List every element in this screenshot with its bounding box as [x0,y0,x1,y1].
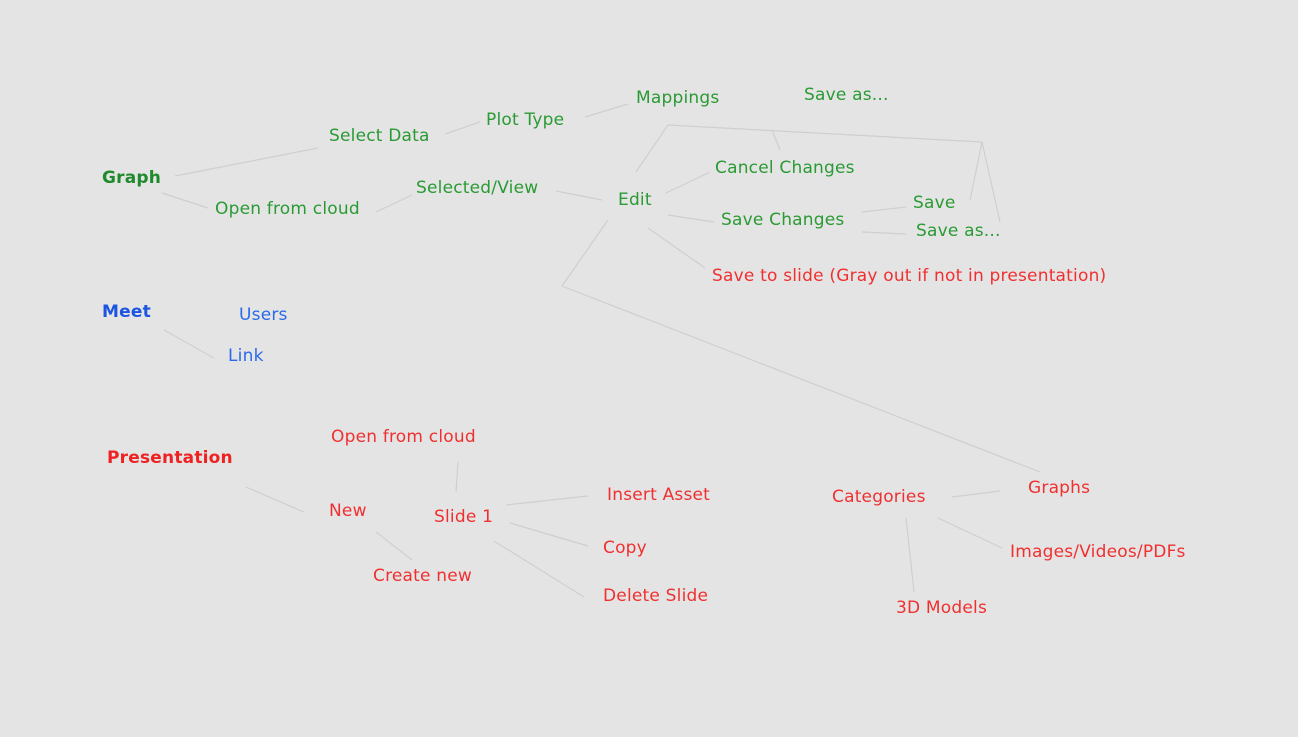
node-save-to-slide[interactable]: Save to slide (Gray out if not in presen… [712,266,1107,286]
node-slide-1[interactable]: Slide 1 [434,507,494,527]
connector-openfromcloud-selectedview [375,194,413,213]
connector-savechanges-saveas [861,231,907,235]
node-save[interactable]: Save [913,193,956,213]
node-users[interactable]: Users [239,305,288,325]
connector-selectdata-plottype [444,121,481,135]
connector-bracket-top [667,124,983,143]
connector-slide1-copy [509,522,589,547]
connector-plottype-mappings [584,103,629,118]
node-edit[interactable]: Edit [618,190,652,210]
node-delete-slide[interactable]: Delete Slide [603,586,709,606]
node-selected-view[interactable]: Selected/View [416,178,539,198]
connector-presentation-new [245,486,305,513]
connector-edit-down [561,219,609,287]
node-save-changes[interactable]: Save Changes [721,210,845,230]
node-images-videos-pdfs[interactable]: Images/Videos/PDFs [1010,542,1186,562]
connector-bracket-mid [771,129,781,151]
connector-categories-images [937,517,1003,549]
node-link[interactable]: Link [228,346,264,366]
connector-openfromcloud-slide1 [455,461,459,493]
connector-categories-graphs [951,490,1001,498]
node-presentation-open-from-cloud[interactable]: Open from cloud [331,427,476,447]
connector-new-createnew [375,531,413,561]
connector-bracket-right-a [969,141,983,201]
node-copy[interactable]: Copy [603,538,647,558]
node-cancel-changes[interactable]: Cancel Changes [715,158,855,178]
node-presentation-root[interactable]: Presentation [107,448,233,468]
node-graphs[interactable]: Graphs [1028,478,1091,498]
connector-edit-bracket-left [635,124,669,173]
connector-graph-openfromcloud [161,192,209,209]
node-select-data[interactable]: Select Data [329,126,430,146]
connector-edit-graphs-long [561,285,1041,473]
node-3d-models[interactable]: 3D Models [896,598,988,618]
node-categories[interactable]: Categories [832,487,926,507]
node-meet-root[interactable]: Meet [102,302,151,322]
connector-selectedview-edit [555,190,603,201]
node-graph-root[interactable]: Graph [102,168,162,188]
node-mappings[interactable]: Mappings [636,88,720,108]
connector-edit-savetoslide [647,227,706,269]
node-plot-type[interactable]: Plot Type [486,110,565,130]
node-save-as[interactable]: Save as... [916,221,1001,241]
connector-graph-selectdata [174,147,319,177]
connector-savechanges-save [861,206,907,213]
connector-slide1-deleteslide [493,540,585,598]
node-insert-asset[interactable]: Insert Asset [607,485,711,505]
connector-categories-3dmodels [905,517,915,593]
connector-meet-link [163,329,215,359]
node-graph-open-from-cloud[interactable]: Open from cloud [215,199,360,219]
node-save-as-top[interactable]: Save as... [804,85,889,105]
node-new[interactable]: New [329,501,367,521]
connector-edit-cancelchanges [665,171,711,194]
connector-slide1-insertasset [505,495,589,506]
node-create-new[interactable]: Create new [373,566,473,586]
connector-edit-savechanges [667,214,715,223]
connector-bracket-right-b [981,141,1001,223]
